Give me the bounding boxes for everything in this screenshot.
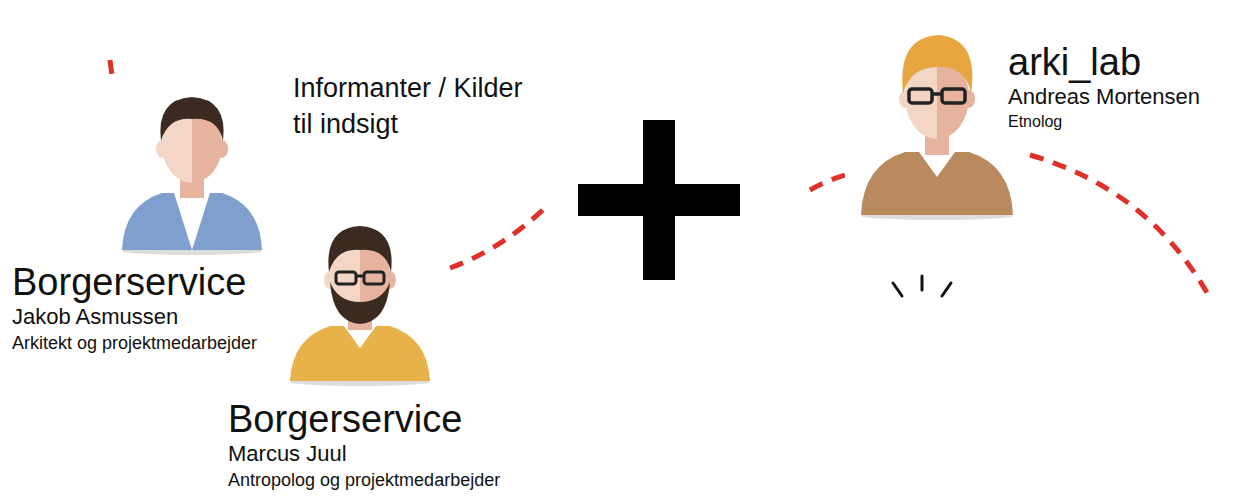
person-role: Etnolog: [1008, 111, 1200, 133]
lightbulb-icon: [845, 260, 1000, 298]
person-name: Marcus Juul: [228, 440, 500, 468]
group-label: Informanter / Kilder til indsigt: [293, 70, 531, 142]
org-heading: Borgerservice: [12, 261, 257, 303]
person-role: Arkitekt og projektmedarbejder: [12, 331, 257, 355]
person-name: Andreas Mortensen: [1008, 83, 1200, 111]
person-caption: arki_labAndreas MortensenEtnolog: [1008, 41, 1200, 133]
org-heading: Borgerservice: [228, 398, 500, 440]
label-card: [276, 60, 532, 166]
avatar-marcus: [278, 210, 442, 386]
person-card: BorgerserviceJakob AsmussenArkitekt og p…: [110, 75, 275, 255]
person-caption: BorgerserviceMarcus JuulAntropolog og pr…: [228, 398, 500, 492]
person-card: arki_labAndreas MortensenEtnolog: [845, 15, 1028, 220]
plus-sign: [578, 120, 740, 280]
person-caption: BorgerserviceJakob AsmussenArkitekt og p…: [12, 261, 257, 355]
avatar-andreas: [845, 15, 1028, 220]
avatar-jakob: [110, 75, 275, 255]
org-heading: arki_lab: [1008, 41, 1200, 83]
person-name: Jakob Asmussen: [12, 303, 257, 331]
person-card: BorgerserviceMarcus JuulAntropolog og pr…: [278, 210, 442, 386]
dashed-arcs: [110, 60, 1210, 298]
person-role: Antropolog og projektmedarbejder: [228, 468, 500, 492]
